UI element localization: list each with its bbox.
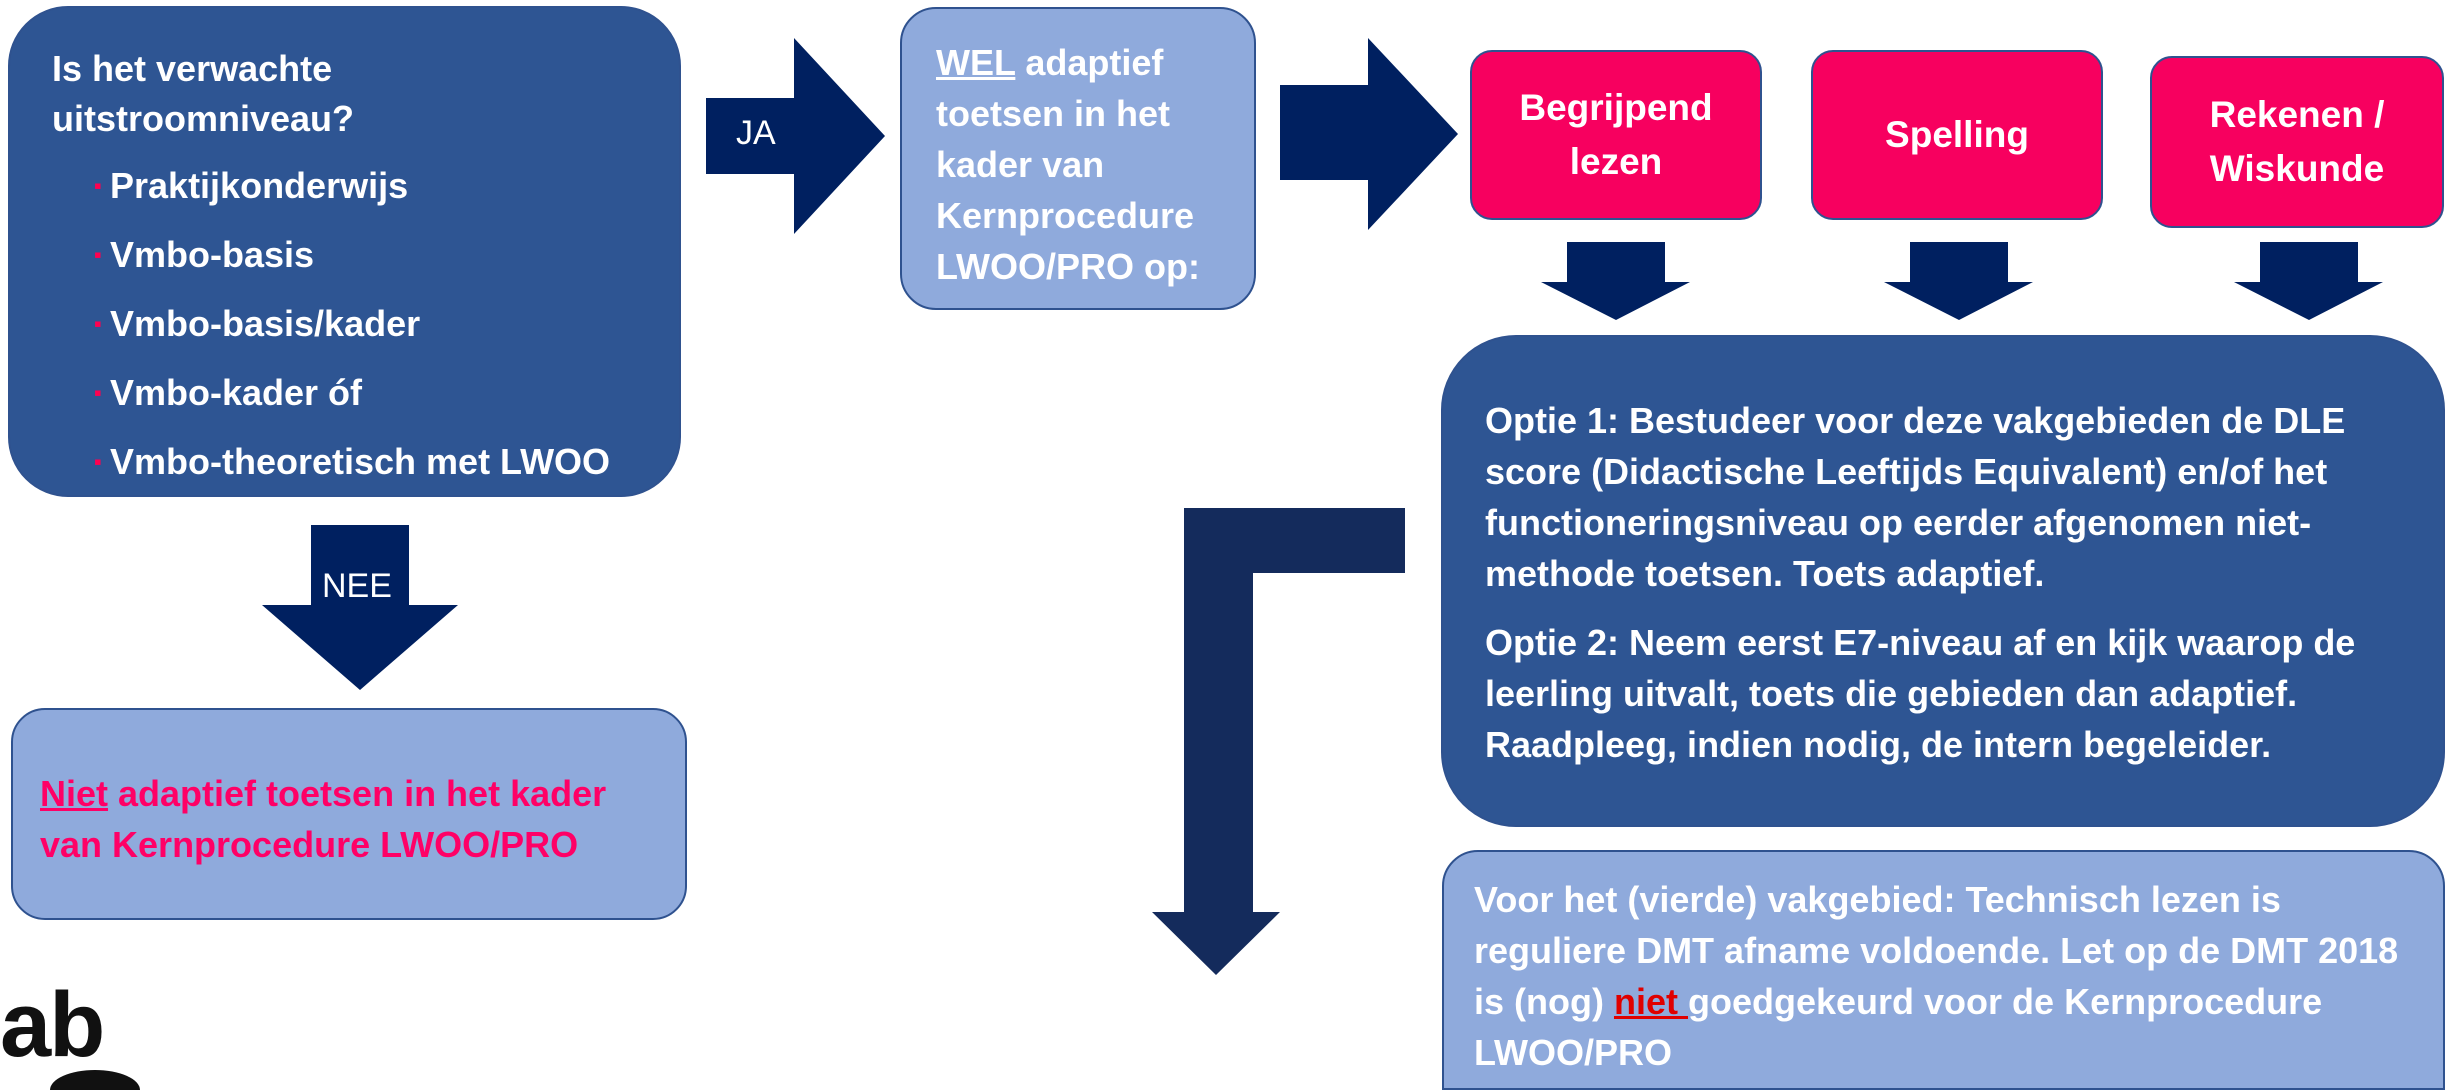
bullet-icon: ▪ — [94, 311, 102, 336]
bent-arrow — [1152, 508, 1405, 975]
wel-word: WEL — [936, 42, 1016, 83]
ja-label: JA — [736, 114, 776, 152]
level-item: ▪ Vmbo-basis — [52, 233, 669, 302]
subject-label: Begrijpend lezen — [1519, 87, 1713, 182]
arrow-down-begrijpend — [1541, 242, 1690, 320]
options-box: Optie 1: Bestudeer voor deze vakgebieden… — [1441, 335, 2445, 827]
arrow-down-spelling — [1884, 242, 2033, 320]
logo: ab — [0, 985, 170, 1090]
bullet-icon: ▪ — [94, 449, 102, 474]
subject-label: Rekenen / Wiskunde — [2209, 94, 2385, 189]
wel-text: adaptief toetsen in het kader van Kernpr… — [936, 42, 1200, 287]
arrow-right-subjects — [1280, 38, 1458, 230]
dmt-niet-word: niet — [1613, 981, 1688, 1022]
adaptive-yes-box: WEL adaptief toetsen in het kader van Ke… — [900, 7, 1256, 310]
level-label: Praktijkonderwijs — [110, 165, 409, 206]
option-1-text: Optie 1: Bestudeer voor deze vakgebieden… — [1485, 400, 2346, 594]
level-label: Vmbo-theoretisch met LWOO — [110, 441, 611, 482]
bullet-icon: ▪ — [94, 242, 102, 267]
level-label: Vmbo-basis/kader — [110, 303, 421, 344]
arrow-down-rekenen — [2234, 242, 2383, 320]
question-box: Is het verwachte uitstroomniveau? ▪ Prakt… — [8, 6, 681, 497]
dmt-note-box: Voor het (vierde) vakgebied: Technisch l… — [1442, 850, 2445, 1090]
dmt-text-before: Voor het (vierde) vakgebied: Technisch l… — [1474, 879, 2399, 1022]
bullet-icon: ▪ — [94, 173, 102, 198]
subject-begrijpend-lezen: Begrijpend lezen — [1470, 50, 1762, 220]
level-label: Vmbo-basis — [110, 234, 315, 275]
subject-spelling: Spelling — [1811, 50, 2103, 220]
subject-label: Spelling — [1885, 114, 2029, 155]
logo-text: ab — [0, 985, 105, 1076]
niet-text: adaptief toetsen in het kader van Kernpr… — [40, 773, 607, 865]
nee-label: NEE — [322, 567, 392, 605]
logo-mark — [50, 1070, 140, 1090]
subject-rekenen-wiskunde: Rekenen / Wiskunde — [2150, 56, 2444, 228]
question-title: Is het verwachte uitstroomniveau? — [52, 48, 355, 139]
level-item: ▪ Praktijkonderwijs — [52, 164, 669, 233]
option-2-text: Optie 2: Neem eerst E7-niveau af en kijk… — [1485, 622, 2356, 765]
niet-word: Niet — [40, 773, 109, 814]
level-list: ▪ Praktijkonderwijs ▪ Vmbo-basis ▪ Vmbo-bas… — [52, 164, 669, 509]
arrow-right-ja — [706, 38, 885, 234]
level-label: Vmbo-kader óf — [110, 372, 363, 413]
dmt-text-after: goedgekeurd voor de Kernprocedure LWOO/P… — [1474, 981, 2323, 1073]
level-item: ▪ Vmbo-kader óf — [52, 371, 669, 440]
bullet-icon: ▪ — [94, 380, 102, 405]
arrow-down-nee — [262, 525, 458, 690]
adaptive-no-box: Niet adaptief toetsen in het kader van K… — [11, 708, 687, 920]
level-item: ▪ Vmbo-basis/kader — [52, 302, 669, 371]
level-item: ▪ Vmbo-theoretisch met LWOO — [52, 440, 669, 509]
